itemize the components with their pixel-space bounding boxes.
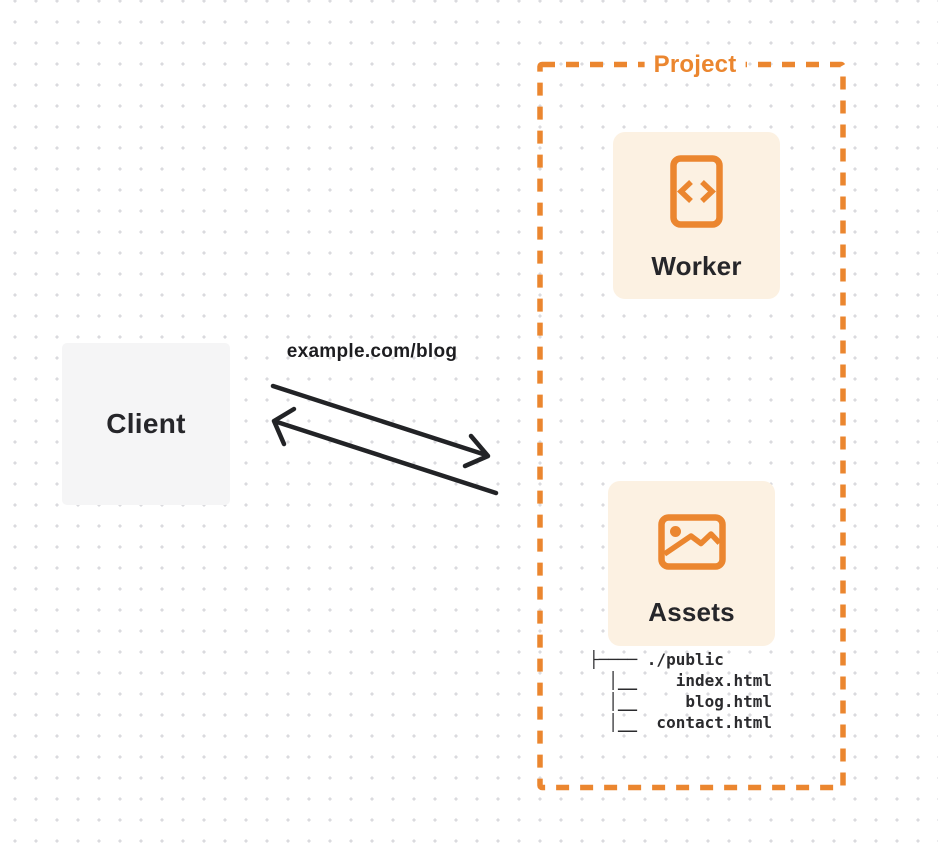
- assets-card: Assets: [608, 481, 775, 646]
- file-tree-root: ├──── ./public: [589, 650, 724, 669]
- response-arrowhead-icon: [271, 406, 297, 447]
- file-tree-item: │__ blog.html: [589, 692, 773, 711]
- worker-label: Worker: [651, 251, 742, 281]
- worker-card: Worker: [613, 132, 780, 299]
- assets-label: Assets: [648, 597, 735, 627]
- image-icon: [657, 514, 726, 570]
- code-file-icon: [670, 155, 723, 228]
- request-url-label: example.com/blog: [286, 341, 458, 362]
- client-label: Client: [106, 408, 186, 439]
- request-arrow-line: [270, 383, 489, 458]
- client-box: Client: [62, 343, 230, 505]
- response-arrow-line: [274, 419, 499, 496]
- project-label: Project: [644, 50, 746, 80]
- file-tree-item: │__ index.html: [589, 671, 773, 690]
- request-arrowhead-icon: [462, 433, 491, 469]
- file-tree: ├──── ./public │__ index.html │__ blog.h…: [589, 649, 772, 733]
- file-tree-item: │__ contact.html: [589, 713, 773, 732]
